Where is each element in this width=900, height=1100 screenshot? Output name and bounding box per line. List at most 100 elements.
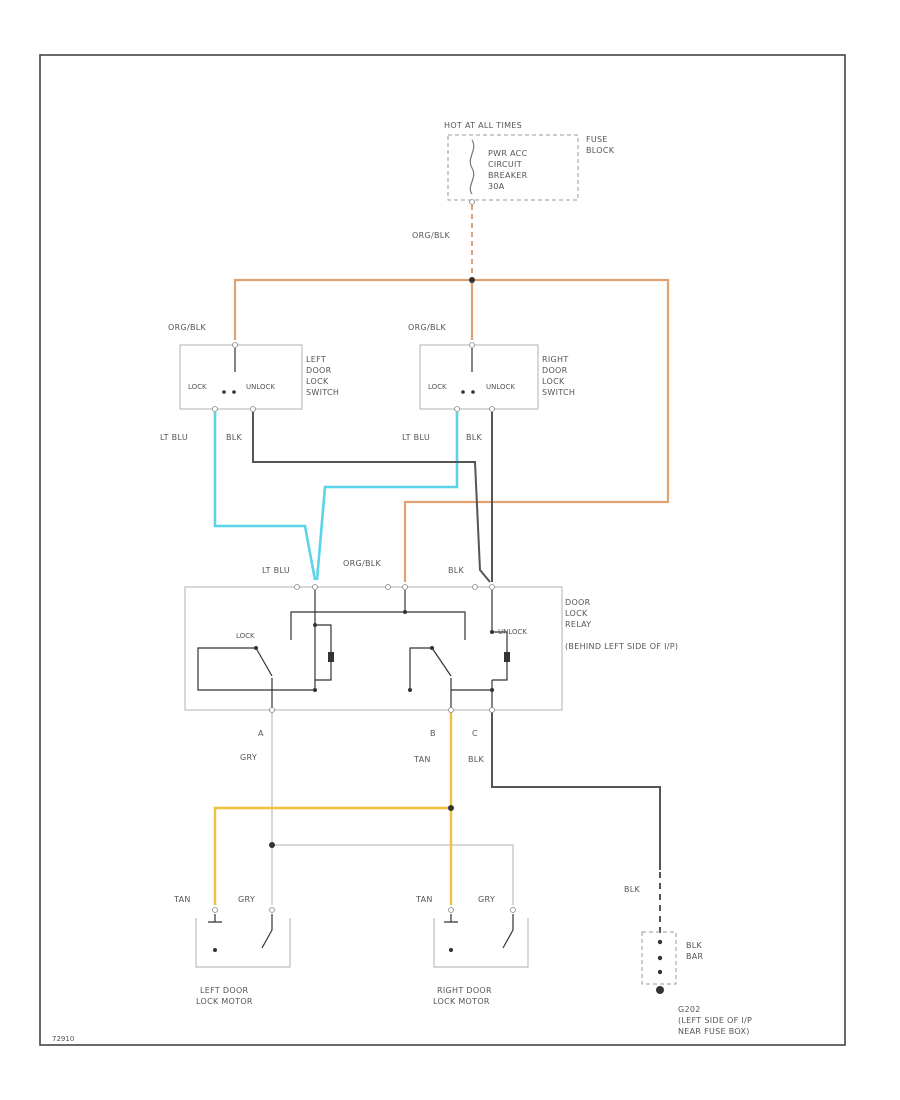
left-switch-title-2: DOOR — [306, 366, 332, 375]
left-switch-unlock-label: UNLOCK — [246, 383, 275, 391]
relay-unlock-blade — [431, 647, 452, 677]
feed-wire-label: ORG/BLK — [412, 231, 450, 240]
relay-title-1: DOOR — [565, 598, 591, 607]
relay-terminal-b — [448, 707, 454, 713]
right-switch-top-terminal — [469, 342, 475, 348]
fuse-block-label-1: FUSE — [586, 135, 608, 144]
relay-blk-label: BLK — [448, 566, 465, 575]
right-switch-orgblk-label: ORG/BLK — [408, 323, 446, 332]
gry-wire-label: GRY — [240, 753, 257, 762]
relay-terminal-a — [269, 707, 275, 713]
right-switch-title-4: SWITCH — [542, 388, 575, 397]
relay-title-3: RELAY — [565, 620, 592, 629]
blk-left-wire — [252, 412, 491, 583]
right-switch-title-1: RIGHT — [542, 355, 569, 364]
right-motor-gry-label: GRY — [478, 895, 495, 904]
left-switch-box — [179, 344, 303, 410]
left-motor-switch-symbol — [261, 914, 273, 949]
relay-lock-label: LOCK — [236, 632, 255, 640]
ground-g202-label: G202 — [678, 1005, 701, 1014]
breaker-label-3: BREAKER — [488, 171, 528, 180]
fuse-block: HOT AT ALL TIMES PWR ACC CIRCUIT BREAKER… — [444, 121, 615, 205]
relay-unlock-pivot — [430, 646, 434, 650]
left-switch-contact-2 — [232, 390, 236, 394]
relay-unlock-coil — [504, 652, 510, 662]
relay-top-terminal-3 — [385, 584, 391, 590]
relay-feed-dot — [403, 610, 407, 614]
hot-at-all-times-label: HOT AT ALL TIMES — [444, 121, 522, 130]
left-switch-title-1: LEFT — [306, 355, 326, 364]
ground-bar: BLK BLK BAR G202 (LEFT SIDE OF I/P NEAR … — [624, 885, 752, 1036]
left-motor-title-1: LEFT DOOR — [200, 986, 249, 995]
ground-blk-wire-label: BLK — [624, 885, 641, 894]
left-switch-blk-label: BLK — [226, 433, 243, 442]
right-motor-ground-symbol — [444, 914, 458, 923]
left-motor-tan-label: TAN — [173, 895, 191, 904]
ground-bar-label-1: BLK — [686, 941, 703, 950]
relay-lock-left-loop — [197, 647, 272, 691]
fuse-block-label-2: BLOCK — [586, 146, 615, 155]
relay-terminal-c — [489, 707, 495, 713]
left-door-lock-motor: TAN GRY LEFT DOOR LOCK MOTOR — [173, 895, 291, 1006]
ground-bar-label-2: BAR — [686, 952, 704, 961]
left-door-lock-switch: LOCK UNLOCK LEFT DOOR LOCK SWITCH ORG/BL… — [160, 323, 339, 442]
left-switch-orgblk-label: ORG/BLK — [168, 323, 206, 332]
right-motor-title-1: RIGHT DOOR — [437, 986, 492, 995]
breaker-label-2: CIRCUIT — [488, 160, 522, 169]
right-switch-unlock-label: UNLOCK — [486, 383, 515, 391]
right-switch-unlock-terminal — [489, 406, 495, 412]
left-switch-lock-terminal — [212, 406, 218, 412]
tan-crossover — [213, 806, 451, 905]
left-motor-terminal-gry — [269, 907, 275, 913]
lt-blu-right-wire — [315, 412, 459, 581]
splice-dot-tan — [448, 805, 454, 811]
relay-feed-bus — [290, 611, 466, 640]
right-motor-contact — [449, 948, 453, 952]
relay-box — [184, 586, 563, 711]
splice-dot-top — [469, 277, 475, 283]
ground-point — [656, 986, 664, 994]
left-switch-title-4: SWITCH — [306, 388, 339, 397]
relay-lock-coil-dot — [313, 623, 317, 627]
diagram-frame — [39, 54, 846, 1046]
relay-top-terminal-5 — [472, 584, 478, 590]
relay-unlock-base-dot — [408, 688, 412, 692]
breaker-label-4: 30A — [488, 182, 505, 191]
relay-title-2: LOCK — [565, 609, 588, 618]
diagram-code: 72910 — [52, 1035, 74, 1043]
right-motor-title-2: LOCK MOTOR — [433, 997, 490, 1006]
left-switch-lock-label: LOCK — [188, 383, 207, 391]
relay-unlock-coil-dot — [490, 630, 494, 634]
right-motor-outline — [433, 918, 529, 968]
org-blk-bus — [233, 278, 670, 582]
lt-blu-left-wire — [213, 412, 317, 581]
right-switch-lock-terminal — [454, 406, 460, 412]
left-motor-contact — [213, 948, 217, 952]
right-switch-contact-1 — [461, 390, 465, 394]
left-switch-title-3: LOCK — [306, 377, 329, 386]
splice-dot-gry — [269, 842, 275, 848]
relay-terminal-c-label: C — [472, 729, 478, 738]
right-motor-terminal-tan — [448, 907, 454, 913]
left-switch-top-terminal — [232, 342, 238, 348]
right-switch-title-3: LOCK — [542, 377, 565, 386]
blk-wire-label: BLK — [468, 755, 485, 764]
right-motor-switch-symbol — [502, 914, 514, 949]
relay-lock-coil-loop — [314, 590, 332, 681]
left-motor-terminal-tan — [212, 907, 218, 913]
relay-terminal-b-label: B — [430, 729, 436, 738]
relay-lock-pivot — [254, 646, 258, 650]
relay-top-terminal-1 — [294, 584, 300, 590]
right-door-lock-switch: LOCK UNLOCK RIGHT DOOR LOCK SWITCH ORG/B… — [402, 323, 575, 442]
right-switch-contact-2 — [471, 390, 475, 394]
left-motor-gry-label: GRY — [238, 895, 255, 904]
ground-bar-outline — [641, 931, 677, 985]
left-motor-outline — [195, 918, 291, 968]
left-switch-contact-1 — [222, 390, 226, 394]
ground-bar-dot-3 — [657, 969, 663, 975]
right-switch-box — [419, 344, 539, 410]
relay-top-terminal-2 — [312, 584, 318, 590]
ground-bar-dot-1 — [657, 939, 663, 945]
relay-lock-coil — [328, 652, 334, 662]
relay-unlock-left-loop — [409, 647, 432, 690]
